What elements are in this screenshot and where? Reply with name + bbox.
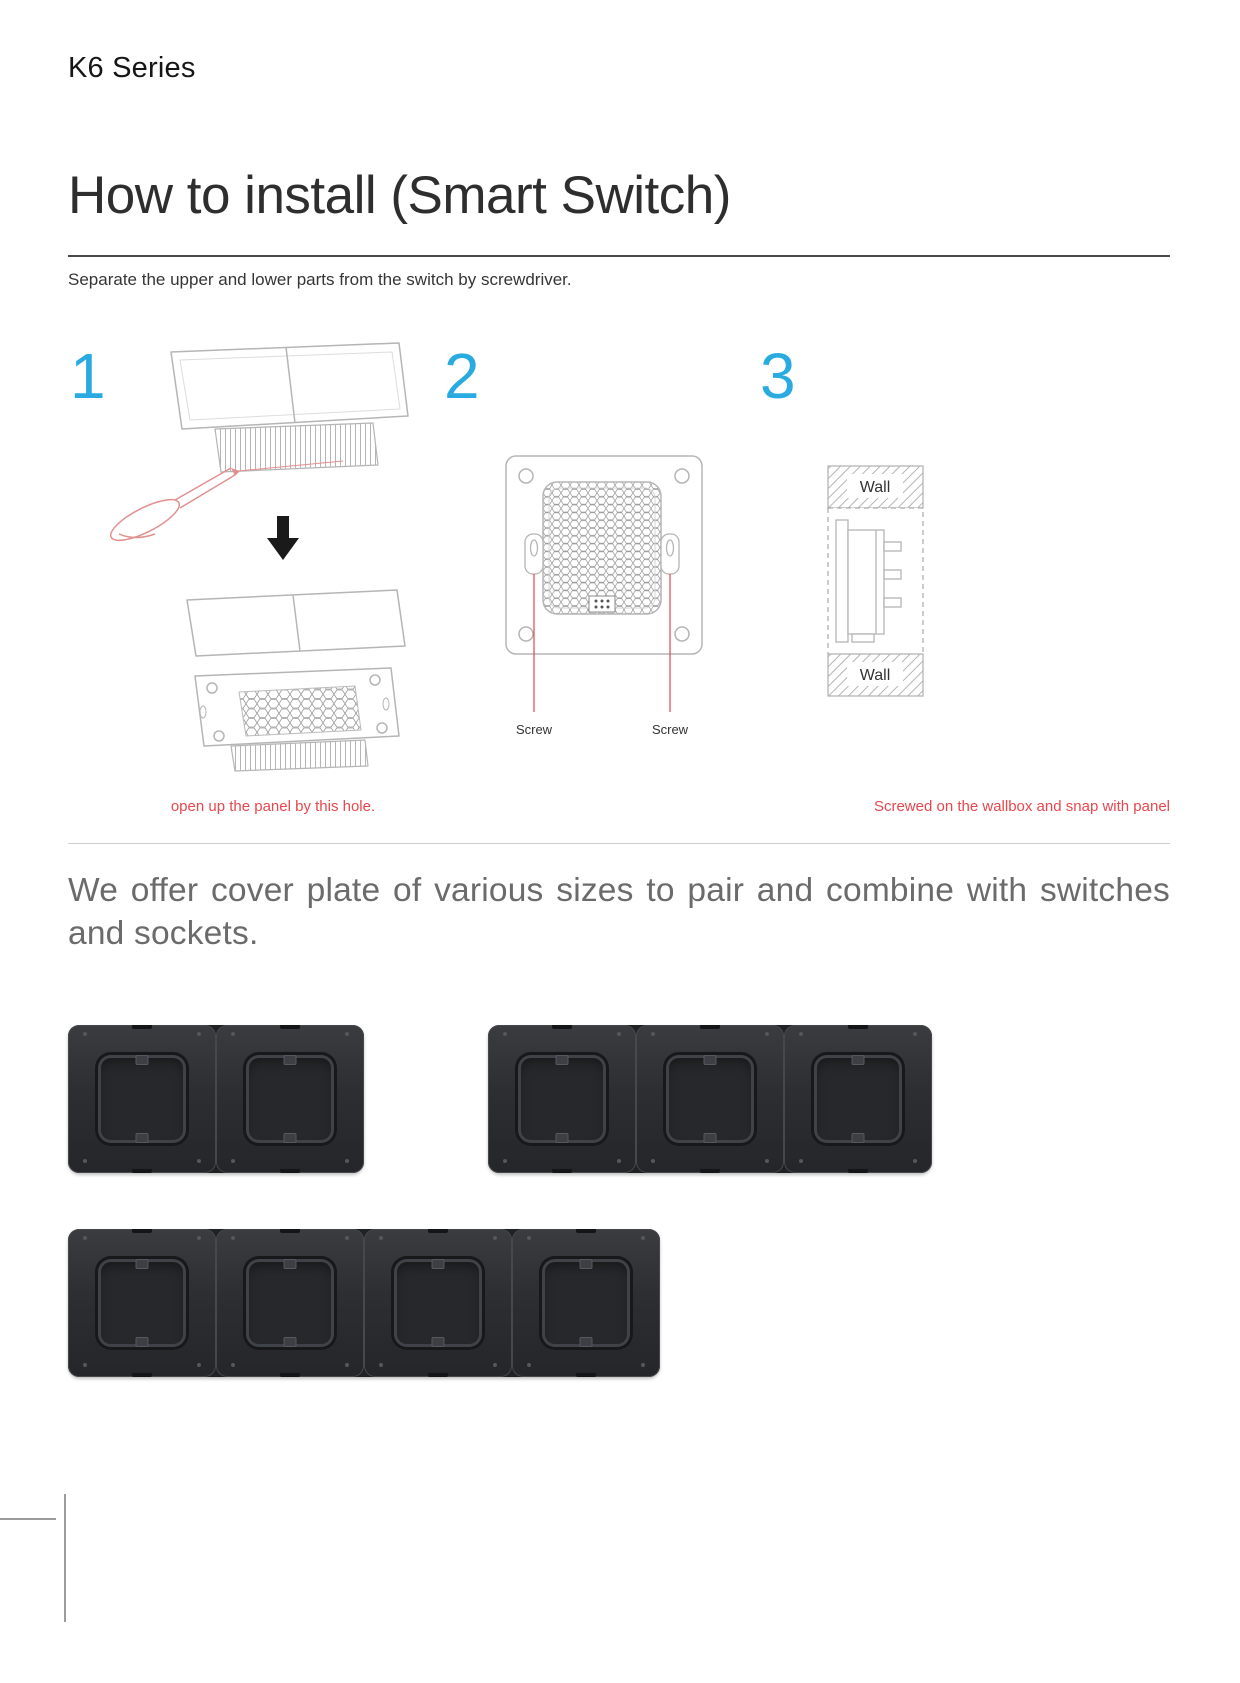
gang-notch-top: [555, 1054, 569, 1065]
screwdriver-icon: [109, 467, 240, 542]
gang-notch-top: [703, 1054, 717, 1065]
gang-notch-top: [283, 1258, 297, 1269]
cover-plate-3-gang: [488, 1024, 932, 1173]
gang-notch-top: [135, 1258, 149, 1269]
gang-module: [636, 1024, 784, 1173]
installation-steps: 1 2 3: [68, 338, 1170, 843]
page-content: K6 Series How to install (Smart Switch) …: [0, 0, 1240, 1377]
gang-notch-bottom: [135, 1132, 149, 1143]
step-1-number: 1: [70, 340, 106, 413]
step-3-caption: Screwed on the wallbox and snap with pan…: [873, 798, 1170, 816]
gang-module: [364, 1228, 512, 1377]
step-2-illustration: Screw Screw: [505, 455, 703, 737]
gang-opening: [663, 1051, 757, 1146]
screw-pointer-lines: [533, 574, 671, 713]
screw-slot-right: [660, 533, 680, 575]
switch-back-panel: [505, 455, 703, 656]
gang-opening: [539, 1255, 633, 1350]
wall-label-top: Wall: [860, 479, 891, 496]
gang-module: [68, 1024, 216, 1173]
gang-notch-bottom: [851, 1132, 865, 1143]
gang-opening: [515, 1051, 609, 1146]
gang-opening: [811, 1051, 905, 1146]
title-rule: [68, 255, 1170, 258]
step-1-illustration: [109, 342, 409, 772]
gang-notch-bottom: [579, 1336, 593, 1347]
gang-module: [216, 1228, 364, 1377]
gang-module: [784, 1024, 932, 1173]
assembled-switch: [170, 342, 409, 473]
wall-section-bottom: Wall: [827, 653, 924, 697]
gang-notch-top: [851, 1054, 865, 1065]
gang-opening: [95, 1255, 189, 1350]
cover-plate-4-gang: [68, 1228, 660, 1377]
gang-notch-top: [283, 1054, 297, 1065]
connector-block: [588, 595, 616, 613]
gang-module: [488, 1024, 636, 1173]
gang-notch-top: [431, 1258, 445, 1269]
gang-opening: [95, 1051, 189, 1146]
gang-notch-bottom: [555, 1132, 569, 1143]
gang-notch-top: [135, 1054, 149, 1065]
page-title: How to install (Smart Switch): [68, 166, 731, 225]
down-arrow-icon: [267, 516, 299, 561]
step-3-number: 3: [760, 340, 796, 413]
gang-notch-bottom: [283, 1336, 297, 1347]
footer-rule-horizontal: [0, 1518, 56, 1520]
instruction-subtitle: Separate the upper and lower parts from …: [68, 270, 572, 290]
wall-label-bottom: Wall: [860, 667, 891, 684]
gang-opening: [391, 1255, 485, 1350]
gang-notch-bottom: [703, 1132, 717, 1143]
screw-label-left: Screw: [516, 722, 553, 737]
step-1-caption: open up the panel by this hole.: [170, 798, 376, 816]
section-divider: [68, 843, 1170, 845]
gang-opening: [243, 1255, 337, 1350]
wallbox-side-view: [835, 519, 902, 643]
cover-plates-row-1: [68, 1024, 1170, 1173]
step-3-illustration: Wall Wall: [827, 465, 924, 697]
cover-plates-row-2: [68, 1228, 1170, 1377]
cover-plate-offer-text: We offer cover plate of various sizes to…: [68, 872, 1170, 952]
cover-plate-2-gang: [68, 1024, 364, 1173]
screw-slot-left: [524, 533, 544, 575]
gang-notch-top: [579, 1258, 593, 1269]
series-label: K6 Series: [68, 52, 196, 84]
gang-notch-bottom: [431, 1336, 445, 1347]
gang-module: [216, 1024, 364, 1173]
gang-module: [68, 1228, 216, 1377]
gang-notch-bottom: [283, 1132, 297, 1143]
gang-notch-bottom: [135, 1336, 149, 1347]
wall-section-top: Wall: [827, 465, 924, 509]
footer-rule-vertical: [64, 1494, 66, 1622]
mounting-plate: [194, 667, 400, 772]
step-2-number: 2: [444, 340, 480, 413]
separated-panel: [186, 589, 406, 658]
gang-module: [512, 1228, 660, 1377]
pry-hole-line: [237, 460, 344, 472]
screw-label-right: Screw: [652, 722, 689, 737]
gang-opening: [243, 1051, 337, 1146]
